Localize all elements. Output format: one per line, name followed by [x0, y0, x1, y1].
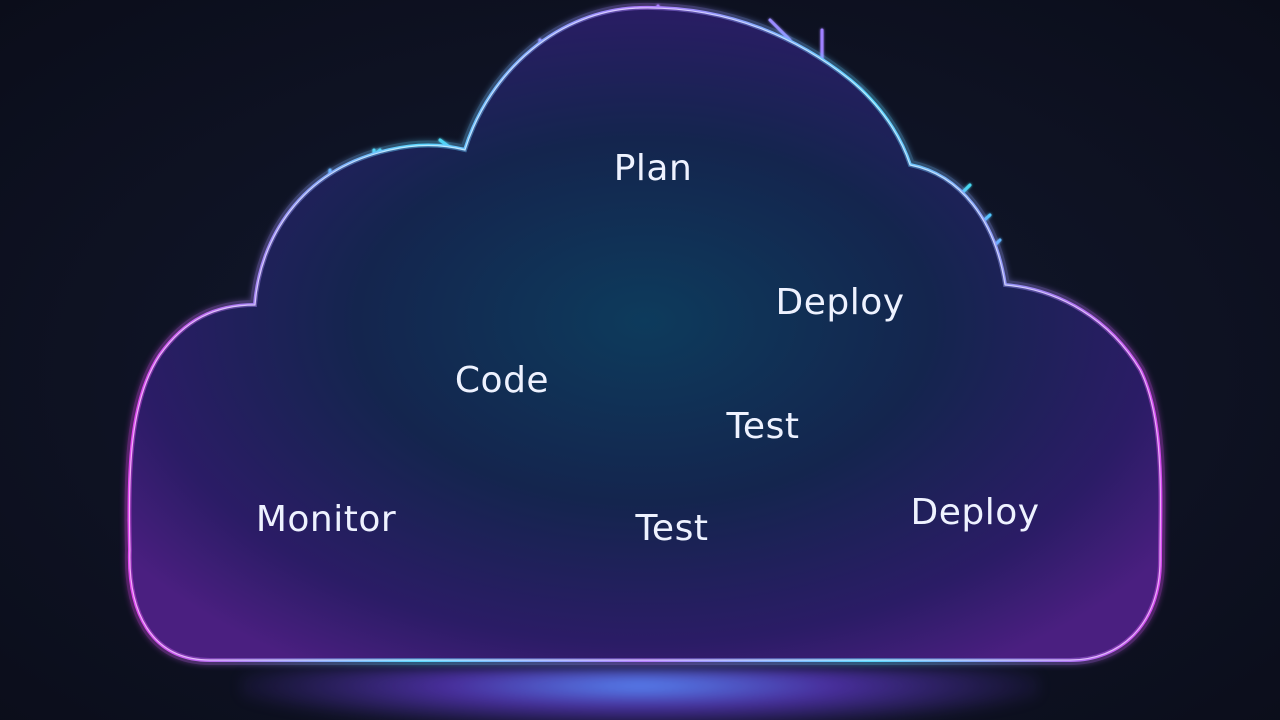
stage-label-deploy: Deploy: [910, 492, 1039, 533]
stage-label-code: Code: [455, 360, 549, 401]
floor-glow: [240, 668, 1040, 720]
stage-labels: Plan Deploy Code Test Monitor Test Deplo…: [256, 148, 1039, 549]
stage-label-test: Test: [726, 406, 800, 447]
stage-label-deploy: Deploy: [775, 282, 904, 323]
stage-label-plan: Plan: [614, 148, 693, 189]
stage-label-test: Test: [635, 508, 709, 549]
stage-label-monitor: Monitor: [256, 499, 396, 540]
